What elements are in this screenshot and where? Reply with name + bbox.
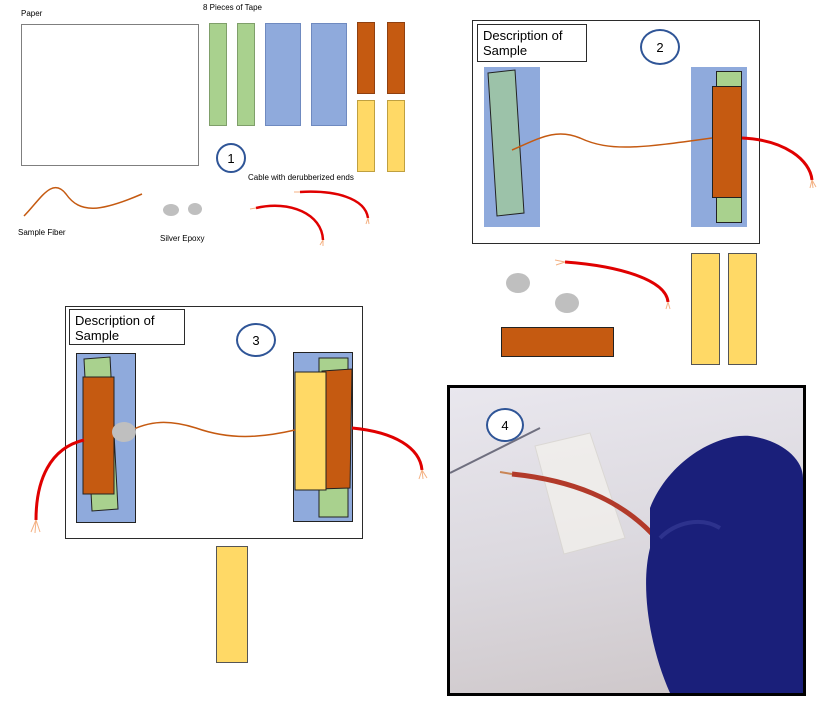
paper-label: Paper bbox=[21, 9, 43, 18]
orange-tape-horizontal bbox=[501, 327, 614, 357]
cable-5-ends bbox=[30, 519, 41, 534]
step-1-circle: 1 bbox=[216, 143, 246, 173]
green-tape-1 bbox=[209, 23, 227, 126]
step-4-circle: 4 bbox=[486, 408, 524, 442]
yellow-tape-right-3 bbox=[294, 371, 327, 491]
yellow-tape-5 bbox=[216, 546, 248, 663]
step-1-number: 1 bbox=[227, 150, 235, 166]
fiber-3 bbox=[127, 421, 296, 438]
green-tape-left-2 bbox=[487, 69, 525, 217]
paper-sheet bbox=[21, 24, 199, 166]
orange-tape-1 bbox=[357, 22, 375, 94]
blue-glove bbox=[646, 435, 803, 693]
cable-1 bbox=[255, 204, 325, 241]
pen-shadow bbox=[450, 427, 541, 474]
photo-tape bbox=[534, 432, 626, 555]
step-2-circle: 2 bbox=[640, 29, 680, 65]
step-3-circle: 3 bbox=[236, 323, 276, 357]
yellow-tape-4 bbox=[728, 253, 757, 365]
cable-2 bbox=[299, 190, 370, 219]
cable-4-ends bbox=[554, 259, 671, 310]
orange-tape-2 bbox=[387, 22, 405, 94]
fiber-2 bbox=[511, 133, 713, 151]
silver-epoxy-blob-5 bbox=[112, 422, 136, 442]
orange-tape-left-3 bbox=[82, 376, 115, 495]
step-3-number: 3 bbox=[252, 332, 260, 348]
cable-label: Cable with derubberized ends bbox=[248, 173, 354, 182]
tape-label: 8 Pieces of Tape bbox=[203, 3, 263, 12]
description-box-2: Description of Sample bbox=[477, 24, 587, 62]
step-2-number: 2 bbox=[656, 39, 664, 55]
silver-epoxy-blob-3 bbox=[506, 273, 530, 293]
cable-4 bbox=[564, 260, 670, 303]
yellow-tape-2 bbox=[387, 100, 405, 172]
step-4-number: 4 bbox=[501, 417, 509, 433]
cable-1-ends bbox=[249, 207, 324, 246]
silver-epoxy-blob-2 bbox=[188, 203, 202, 215]
green-tape-2 bbox=[237, 23, 255, 126]
silver-epoxy-blob-4 bbox=[555, 293, 579, 313]
cable-2-ends bbox=[294, 191, 370, 225]
epoxy-label: Silver Epoxy bbox=[160, 234, 205, 243]
cable-3-ends bbox=[809, 179, 817, 189]
yellow-tape-1 bbox=[357, 100, 375, 172]
silver-epoxy-blob-1 bbox=[163, 204, 179, 216]
blue-tape-1 bbox=[265, 23, 301, 126]
description-text-2: Description of Sample bbox=[483, 28, 563, 58]
cable-6 bbox=[351, 426, 424, 471]
cable-3 bbox=[741, 136, 814, 181]
glove-highlight bbox=[658, 519, 722, 540]
orange-tape-right-2 bbox=[712, 86, 742, 198]
cable-5 bbox=[34, 438, 85, 521]
photo-scene bbox=[450, 427, 803, 693]
blue-tape-2 bbox=[311, 23, 347, 126]
description-text-3: Description of Sample bbox=[75, 313, 155, 343]
photo-wire bbox=[511, 471, 658, 540]
sample-fiber bbox=[23, 186, 143, 217]
fiber-label: Sample Fiber bbox=[18, 228, 66, 237]
yellow-tape-3 bbox=[691, 253, 720, 365]
photo-wire-tip bbox=[499, 471, 513, 475]
panel-4-photo: 4 bbox=[447, 385, 806, 696]
cable-6-ends bbox=[418, 469, 428, 480]
description-box-3: Description of Sample bbox=[69, 309, 185, 345]
